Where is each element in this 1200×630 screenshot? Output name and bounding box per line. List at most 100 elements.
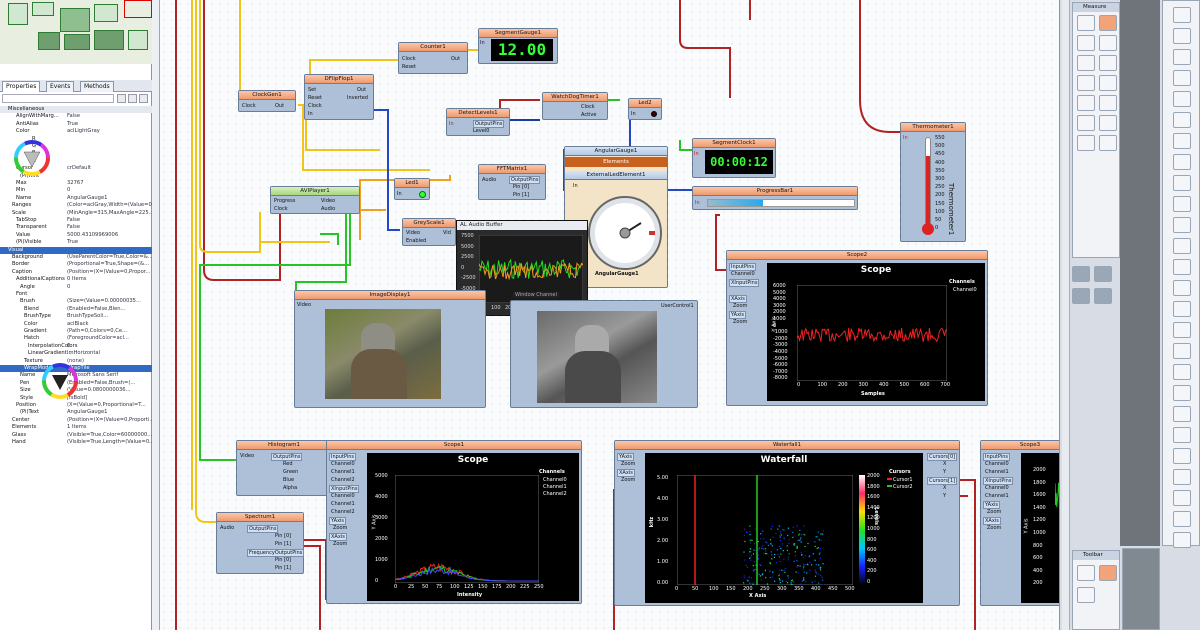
pin-alpha[interactable]: Alpha [283,485,298,491]
measure-tool-icon[interactable] [1099,15,1117,31]
component-tool-icon[interactable] [1173,7,1191,23]
property-row[interactable]: Visual [0,246,152,254]
property-value[interactable]: (none) [67,357,84,364]
node-greyscale[interactable]: GreyScale1 Video Enabled Vid [402,218,456,246]
component-tool-icon[interactable] [1173,112,1191,128]
pin-out[interactable]: Out [275,103,285,109]
node-watchdog[interactable]: WatchDogTimer1 Clock Active [542,92,608,120]
node-waterfall[interactable]: Waterfall1 YAxis Zoom XAxis Zoom Cursors… [614,440,960,606]
component-tool-icon[interactable] [1173,301,1191,317]
pin-in[interactable]: In [903,135,908,141]
canvas-scrollbar[interactable] [1062,0,1070,630]
property-row[interactable]: Border(Proportional=True,Shape=(&... [0,261,152,268]
component-tool-icon[interactable] [1173,217,1191,233]
pin-clock[interactable]: Clock [242,103,256,109]
pin-clock[interactable]: Clock [581,104,595,110]
pin-zoom[interactable]: Zoom [621,477,636,483]
property-value[interactable]: (Color=aclGray,Width=(Value=0... [67,202,152,209]
pin-set[interactable]: Set [308,87,317,93]
property-row[interactable]: Scale(MinAngle=315,MaxAngle=225... [0,210,152,217]
property-row[interactable]: Hand(Visible=True,Length=(Value=0... [0,439,152,446]
pin-video[interactable]: Video [240,453,255,459]
tab-events[interactable]: Events [46,81,75,92]
component-tool-icon[interactable] [1173,322,1191,338]
node-scope1[interactable]: Scope1 InputPins Channel0 Channel1 Chann… [326,440,582,604]
pin-level0[interactable]: Level0 [473,128,490,134]
pin-y[interactable]: Y [943,469,947,475]
component-tool-icon[interactable] [1173,91,1191,107]
component-tool-icon[interactable] [1173,385,1191,401]
property-row[interactable]: Font [0,291,152,298]
pin-x[interactable]: X [943,461,947,467]
property-value[interactable]: AngularGauge1 [67,194,108,201]
pin-icon[interactable] [139,94,148,103]
pin-1[interactable]: Pin [1] [275,541,292,547]
pin-in[interactable]: In [695,200,700,206]
property-value[interactable]: (UseParentColor=True,Color=&... [67,254,152,260]
property-value[interactable]: crDefault [67,165,91,172]
tool-icon[interactable] [1077,565,1095,581]
property-filter-input[interactable] [2,94,114,103]
side-tool-icon[interactable] [1072,288,1090,304]
pin-freq-0[interactable]: Pin [0] [275,557,292,563]
measure-tool-icon[interactable] [1077,115,1095,131]
component-tool-icon[interactable] [1173,406,1191,422]
property-value[interactable]: 5000.43109969006 [67,231,119,238]
property-value[interactable]: (ForegroundColor=acl... [67,335,129,342]
node-dflipflop[interactable]: DFlipFlop1 Set Reset Clock In Out Invert… [304,74,374,120]
property-value[interactable]: (Position=(X=(Value=0,Proporti... [67,416,152,423]
pin-channel0[interactable]: Channel0 [731,271,755,277]
property-row[interactable]: Style[fsBold] [0,395,152,402]
component-tool-icon[interactable] [1173,469,1191,485]
measure-tool-icon[interactable] [1077,55,1095,71]
property-row[interactable]: Hatch(ForegroundColor=acl... [0,335,152,342]
pin-video-out[interactable]: Vid [443,230,451,236]
property-row[interactable]: Blend(Enabled=False,Blen... [0,306,152,313]
pin-progress[interactable]: Progress [274,198,296,204]
component-tool-icon[interactable] [1173,280,1191,296]
design-canvas[interactable]: Counter1 Clock Reset Out SegmentGauge1 I… [160,0,1059,630]
node-clockgen[interactable]: ClockGen1 Clock Out [238,90,296,112]
pin-zoom[interactable]: Zoom [621,461,636,467]
measure-tool-icon[interactable] [1099,135,1117,151]
property-value[interactable]: 0 [67,342,71,349]
pin-reset[interactable]: Reset [308,95,322,101]
pin-in[interactable]: In [449,121,454,127]
node-led1[interactable]: Led1 In [394,178,430,200]
node-avi-player[interactable]: AVIPlayer1 Progress Clock Video Audio [270,186,360,214]
property-value[interactable]: False [67,224,81,231]
node-segment-clock[interactable]: SegmentClock1 In 00:00:12 [692,138,776,178]
property-value[interactable]: [fsBold] [67,394,88,401]
pin-0[interactable]: Pin [0] [275,533,292,539]
pin-x-channel1[interactable]: Channel1 [331,501,355,507]
pin-audio[interactable]: Audio [220,525,235,531]
pin-zoom[interactable]: Zoom [333,525,348,531]
pin-blue[interactable]: Blue [283,477,295,483]
node-grey-display[interactable]: UserControl1 [510,300,698,408]
pin-zoom[interactable]: Zoom [987,525,1002,531]
pin-channel0[interactable]: Channel0 [985,461,1009,467]
component-tool-icon[interactable] [1173,49,1191,65]
component-tool-icon[interactable] [1173,427,1191,443]
pin-0[interactable]: Pin [0] [513,184,530,190]
pin-active[interactable]: Active [581,112,597,118]
pin-audio[interactable]: Audio [482,177,497,183]
node-segment-gauge[interactable]: SegmentGauge1 In 12.00 [478,28,558,64]
pin-in[interactable]: In [631,111,636,117]
property-value[interactable]: 0 Items [67,276,87,283]
search-icon[interactable] [117,94,126,103]
pin-x-channel1[interactable]: Channel1 [985,493,1009,499]
tab-properties[interactable]: Properties [2,81,41,92]
pin-video[interactable]: Video [297,302,312,308]
component-tool-icon[interactable] [1173,532,1191,548]
